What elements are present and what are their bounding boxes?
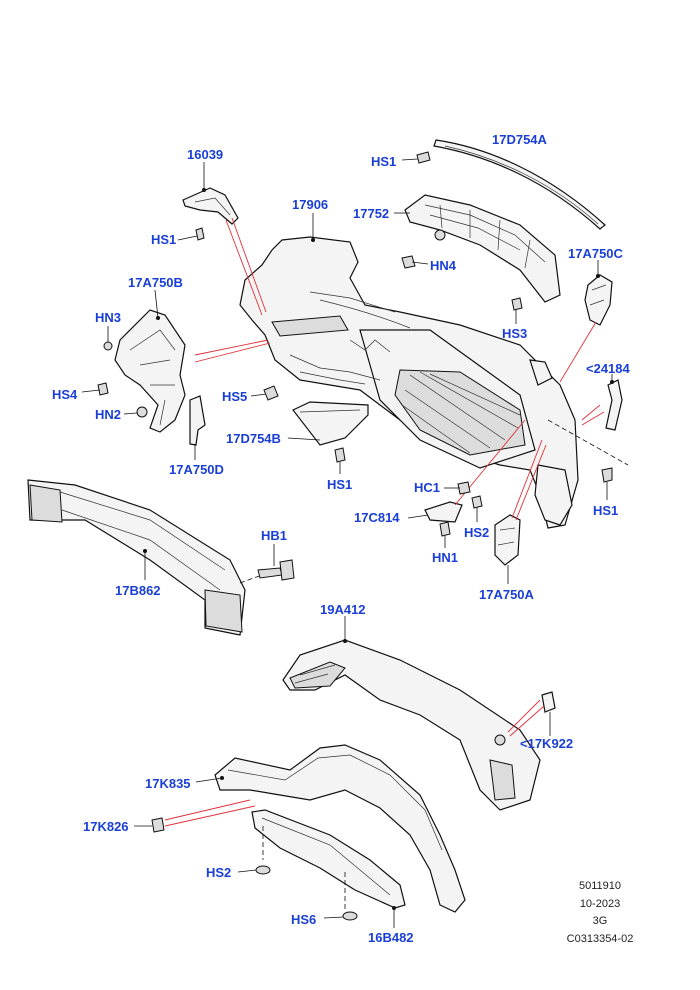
part-17a750d-bracket[interactable] [189,395,206,460]
label-17k835[interactable]: 17K835 [145,776,191,791]
label-17906[interactable]: 17906 [292,197,329,212]
part-16b482-shield[interactable] [251,809,406,928]
label-hc1[interactable]: HC1 [414,480,441,495]
part-17k835-diffuser[interactable] [164,744,466,913]
label-16039[interactable]: 16039 [187,147,224,162]
meta-variant: 3G [592,915,608,927]
label-24184[interactable]: <24184 [586,361,630,376]
part-17b862-beam[interactable] [27,479,246,636]
label-hn1[interactable]: HN1 [432,550,459,565]
label-hn3[interactable]: HN3 [95,310,122,325]
label-19a412[interactable]: 19A412 [320,602,366,617]
fastener-hn2[interactable] [123,406,148,418]
fastener-hs1-top[interactable] [401,151,431,164]
fastener-hc1[interactable] [444,481,471,495]
part-17906-bumper-cover[interactable] [239,213,579,529]
part-bumper-edge-clip [529,359,553,386]
part-19a412-valance[interactable] [282,616,541,811]
label-hs2-low[interactable]: HS2 [206,865,232,880]
fastener-hn4[interactable] [401,229,446,269]
label-17a750c[interactable]: 17A750C [568,246,623,261]
label-hs4[interactable]: HS4 [52,387,78,402]
fastener-hs4[interactable] [81,382,109,396]
fastener-hs3[interactable] [511,297,523,324]
label-hs3[interactable]: HS3 [502,326,528,341]
label-17d754b[interactable]: 17D754B [226,431,281,446]
label-16b482[interactable]: 16B482 [368,930,414,945]
meta-drawing-id: C0313354-02 [566,933,634,945]
part-24184-bracket[interactable] [547,374,629,466]
label-hs1-top[interactable]: HS1 [371,154,397,169]
fastener-hb1[interactable] [239,544,295,584]
fastener-hs2-mid[interactable] [471,495,483,522]
label-hb1[interactable]: HB1 [261,528,288,543]
meta-date: 10-2023 [579,898,621,910]
label-17k922[interactable]: <17K922 [520,736,574,751]
fastener-hs5[interactable] [250,385,279,401]
part-17k826-clip[interactable] [134,817,165,833]
label-17d754a[interactable]: 17D754A [492,132,547,147]
part-17a750b-bracket[interactable] [114,289,186,433]
fastener-hs2-low[interactable] [237,865,271,875]
fastener-hs1-mid[interactable] [334,447,346,474]
fastener-hs1-left[interactable] [177,227,205,241]
label-17b862[interactable]: 17B862 [115,583,161,598]
label-hs6[interactable]: HS6 [291,912,317,927]
fastener-hn3[interactable] [103,326,113,351]
red-leader-lines-left [194,217,271,363]
label-17a750b[interactable]: 17A750B [128,275,183,290]
label-17a750a[interactable]: 17A750A [479,587,534,602]
label-hn4[interactable]: HN4 [430,258,457,273]
meta-reference-number: 5011910 [578,880,621,892]
label-17c814[interactable]: 17C814 [354,510,400,525]
label-hn2[interactable]: HN2 [95,407,122,422]
fastener-hs6[interactable] [323,911,358,921]
label-hs1-right[interactable]: HS1 [593,503,619,518]
part-16039-bracket[interactable] [182,162,239,225]
fastener-hn1[interactable] [439,521,451,548]
label-17a750d[interactable]: 17A750D [169,462,224,477]
label-17k826[interactable]: 17K826 [83,819,129,834]
part-17a750a-bracket[interactable] [494,439,547,584]
label-17752[interactable]: 17752 [353,206,390,221]
label-hs1-mid[interactable]: HS1 [327,477,353,492]
fastener-hs1-right[interactable] [601,467,613,500]
label-hs2-mid[interactable]: HS2 [464,525,490,540]
part-17a750c-bracket[interactable] [559,260,613,383]
label-hs1-left[interactable]: HS1 [151,232,177,247]
label-hs5[interactable]: HS5 [222,389,248,404]
part-17752-absorber[interactable] [394,194,561,303]
part-17d754a-strip[interactable] [433,139,606,230]
part-17d754b-trim[interactable] [287,401,369,446]
part-17k922-clip[interactable] [507,691,556,737]
